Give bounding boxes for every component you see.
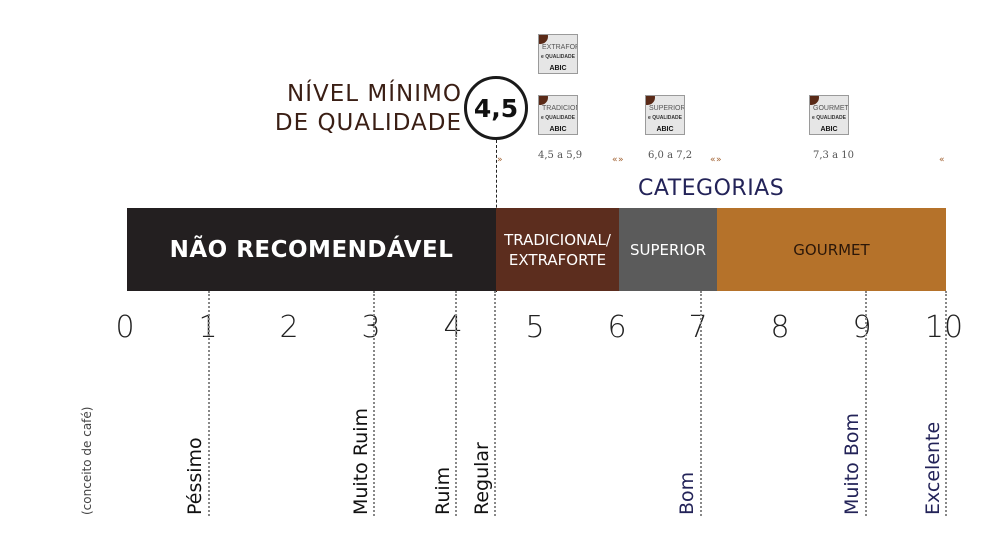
min-quality-title: NÍVEL MÍNIMO DE QUALIDADE xyxy=(262,80,462,138)
chevron-right-icon: » xyxy=(497,155,503,165)
chevron-right-icon: » xyxy=(618,155,624,165)
min-quality-title-line1: NÍVEL MÍNIMO xyxy=(287,81,462,107)
scale-tick-2: 2 xyxy=(279,310,299,345)
concept-pessimo: Péssimo xyxy=(184,437,206,515)
guide-line-excelente xyxy=(945,291,947,516)
badge-brand: ABIC xyxy=(656,126,674,133)
badge-quality: e QUALIDADE xyxy=(648,115,682,121)
coffee-cup-icon xyxy=(539,35,548,44)
coffee-cup-icon xyxy=(646,96,655,105)
scale-tick-0: 0 xyxy=(115,310,135,345)
guide-line-pessimo xyxy=(208,291,210,516)
scale-tick-6: 6 xyxy=(607,310,627,345)
segment-label: GOURMET xyxy=(793,240,870,259)
chevron-left-icon: « xyxy=(612,155,618,165)
concept-bom: Bom xyxy=(676,471,698,515)
badge-tradicional: TRADICIONAL e QUALIDADE ABIC xyxy=(538,95,578,135)
badge-extraforte: EXTRAFORTE e QUALIDADE ABIC xyxy=(538,34,578,74)
segment-label-line1: TRADICIONAL/ xyxy=(504,230,611,249)
badge-superior: SUPERIOR e QUALIDADE ABIC xyxy=(645,95,685,135)
segment-nao-recomendavel: NÃO RECOMENDÁVEL xyxy=(127,208,496,291)
coffee-cup-icon xyxy=(810,96,819,105)
badge-name: EXTRAFORTE xyxy=(542,44,577,51)
guide-line-regular xyxy=(494,291,496,516)
badge-brand: ABIC xyxy=(549,126,567,133)
guide-line-ruim xyxy=(455,291,457,516)
range-superior: 6,0 a 7,2 xyxy=(648,150,693,161)
badge-name: GOURMET xyxy=(813,105,849,112)
scale-tick-5: 5 xyxy=(525,310,545,345)
badge-quality: e QUALIDADE xyxy=(812,115,846,121)
scale-tick-7: 7 xyxy=(688,310,708,345)
badge-quality: e QUALIDADE xyxy=(541,54,575,60)
min-quality-title-line2: DE QUALIDADE xyxy=(274,110,462,136)
chevron-left-icon: « xyxy=(939,155,945,165)
concept-ruim: Ruim xyxy=(432,466,454,515)
segment-label: NÃO RECOMENDÁVEL xyxy=(169,236,454,263)
segment-gourmet: GOURMET xyxy=(717,208,946,291)
min-quality-value: 4,5 xyxy=(473,93,519,123)
chevron-right-icon: » xyxy=(716,155,722,165)
segment-superior: SUPERIOR xyxy=(619,208,717,291)
categories-heading: CATEGORIAS xyxy=(638,176,785,201)
badge-gourmet: GOURMET e QUALIDADE ABIC xyxy=(809,95,849,135)
scale-tick-8: 8 xyxy=(770,310,790,345)
coffee-cup-icon xyxy=(539,96,548,105)
concept-muito-ruim: Muito Ruim xyxy=(350,407,372,515)
concept-heading: (conceito de café) xyxy=(80,406,94,515)
segment-label: SUPERIOR xyxy=(629,240,707,259)
guide-line-muito-bom xyxy=(865,291,867,516)
badge-quality: e QUALIDADE xyxy=(541,115,575,121)
scale-tick-4: 4 xyxy=(443,310,463,345)
segment-tradicional-extraforte: TRADICIONAL/ EXTRAFORTE xyxy=(496,208,619,291)
segment-label-line2: EXTRAFORTE xyxy=(508,250,607,269)
guide-line-muito-ruim xyxy=(373,291,375,516)
range-tradicional: 4,5 a 5,9 xyxy=(538,150,583,161)
badge-brand: ABIC xyxy=(549,65,567,72)
badge-brand: ABIC xyxy=(820,126,838,133)
chevron-left-icon: « xyxy=(710,155,716,165)
concept-muito-bom: Muito Bom xyxy=(841,413,863,515)
min-quality-value-circle: 4,5 xyxy=(464,76,528,140)
concept-excelente: Excelente xyxy=(922,421,944,515)
scale-tick-3: 3 xyxy=(361,310,381,345)
concept-regular: Regular xyxy=(471,442,493,515)
badge-name: SUPERIOR xyxy=(649,105,685,112)
guide-line-bom xyxy=(700,291,702,516)
range-gourmet: 7,3 a 10 xyxy=(813,150,854,161)
scale-tick-9: 9 xyxy=(852,310,872,345)
badge-name: TRADICIONAL xyxy=(542,105,577,112)
scale-tick-10: 10 xyxy=(924,310,964,345)
